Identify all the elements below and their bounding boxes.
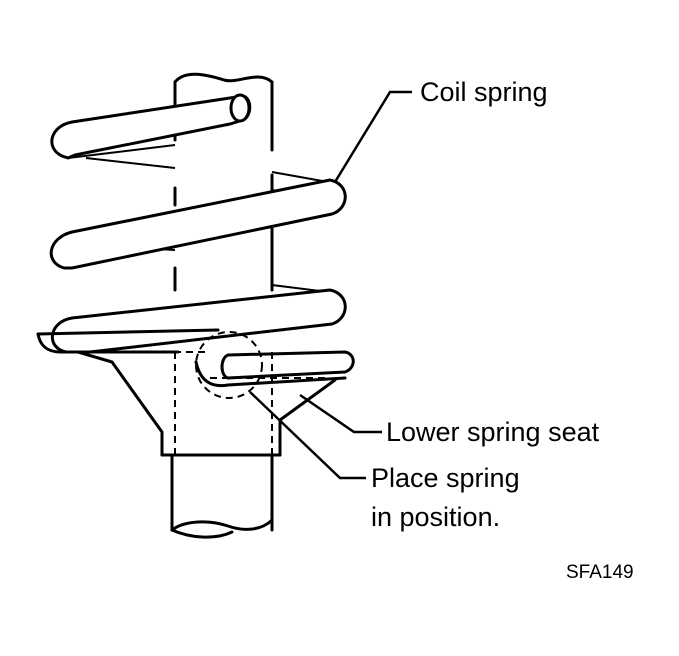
detail-circle: [195, 331, 263, 399]
leader-place-spring: [249, 391, 366, 480]
lower-spring-seat-label: Lower spring seat: [386, 417, 600, 447]
leader-lower-spring-seat: [299, 393, 382, 434]
place-spring-label-line1: Place spring: [371, 463, 520, 493]
coil-spring-label: Coil spring: [420, 77, 548, 107]
leader-coil-spring: [333, 90, 412, 183]
coil-spring: [49, 93, 347, 354]
figure-code: SFA149: [566, 562, 634, 583]
place-spring-label-line2: in position.: [371, 502, 500, 532]
